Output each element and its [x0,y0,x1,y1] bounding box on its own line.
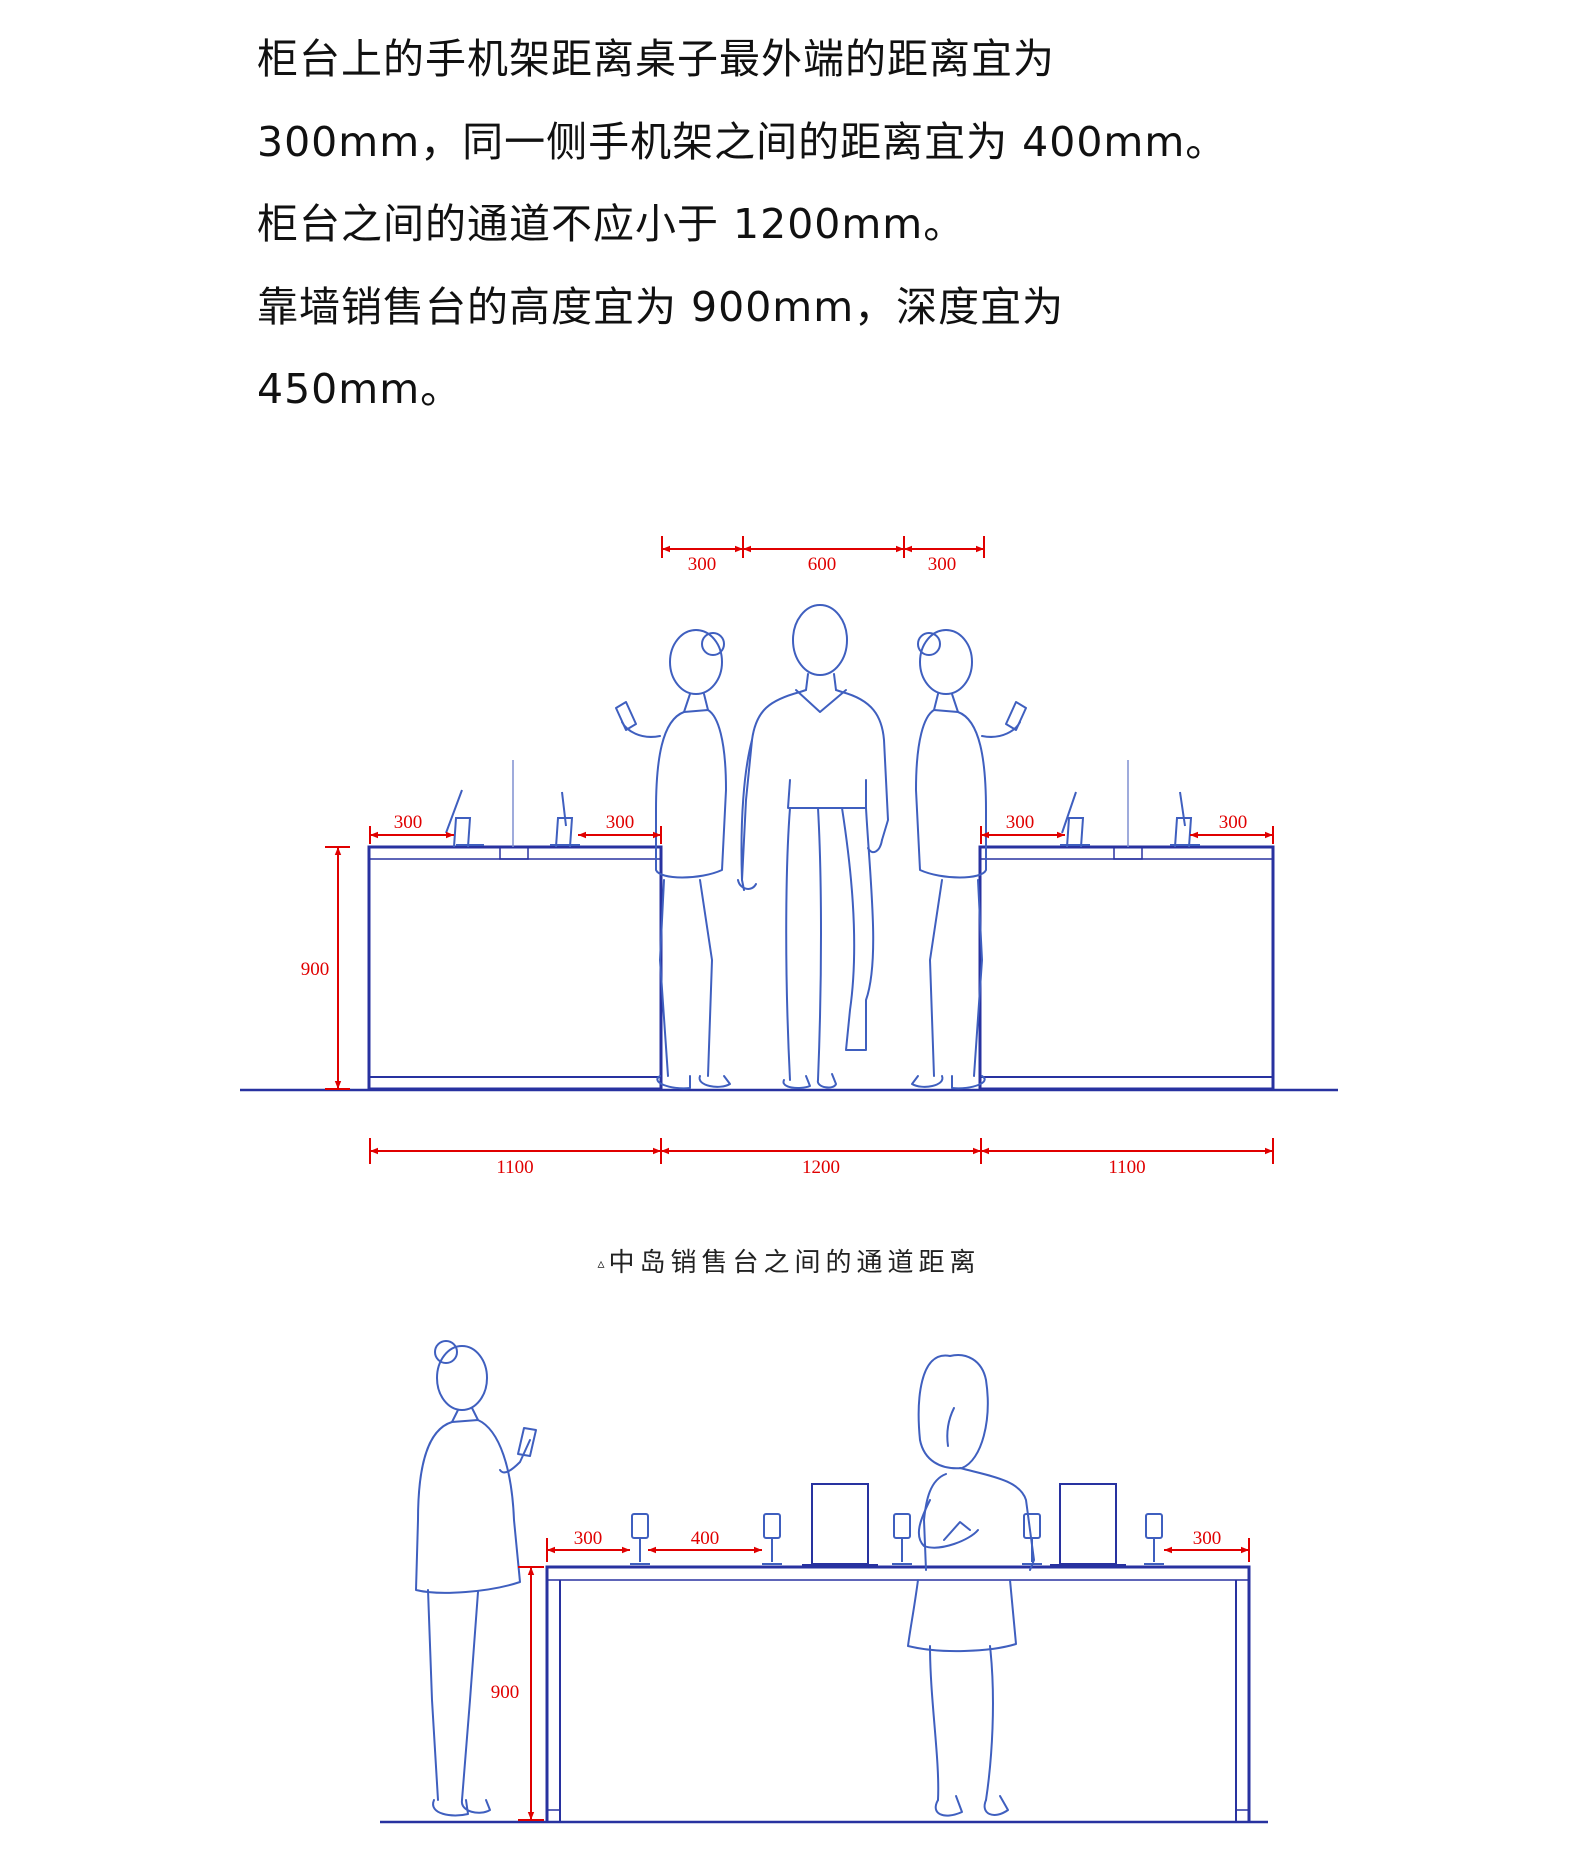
dim-label-bottom-center: 1200 [802,1157,840,1178]
dim-label-counter-3: 300 [1006,812,1035,833]
wall-counter-diagram: 300 400 300 900 [380,1340,1268,1824]
top-dimension-lines [325,536,1274,1164]
text-line-1: 柜台上的手机架距离桌子最外端的距离宜为 [257,35,1055,83]
dim-label-bottom-right: 1100 [1108,1157,1145,1178]
caption-text: 中岛销售台之间的通道距离 [608,1248,981,1278]
text-line-3: 柜台之间的通道不应小于 1200mm。 [257,200,966,248]
dim-label-wall-left: 300 [574,1528,603,1549]
woman-figure-wall-left [415,1340,537,1817]
phone-stand-icon [630,1513,650,1565]
customer-figures [415,1340,1035,1817]
dim-label-wall-center: 400 [691,1528,720,1549]
phone-stand-icon [892,1513,912,1565]
dim-label-top-right: 300 [928,554,957,575]
phone-stand-icon [550,791,580,848]
triangle-icon: ▵ [597,1255,605,1272]
text-line-5: 450mm。 [257,365,463,413]
phone-stand-icon [1060,791,1090,848]
dim-label-top-center: 600 [808,554,837,575]
diagram-caption: ▵中岛销售台之间的通道距离 [0,1242,1578,1279]
intro-paragraph: 柜台上的手机架距离桌子最外端的距离宜为 300mm，同一侧手机架之间的距离宜为 … [257,18,1457,431]
dim-label-top-left: 300 [688,554,717,575]
right-counter [978,760,1275,1091]
woman-figure-right [911,629,1027,1090]
dim-label-bottom-left: 1100 [496,1157,533,1178]
text-line-2: 300mm，同一侧手机架之间的距离宜为 400mm。 [257,117,1228,166]
phone-stand-icon [445,789,484,848]
dim-label-wall-right: 300 [1193,1528,1222,1549]
woman-figure-wall-right [907,1354,1035,1817]
dim-label-counter-1: 300 [394,812,423,833]
woman-figure-left [615,629,731,1090]
phone-stand-icons [630,1513,1164,1565]
island-counter-diagram: 300 600 300 300 300 300 300 900 1100 120… [240,536,1338,1178]
wall-counter [545,1483,1251,1822]
dim-label-wall-height: 900 [491,1682,520,1703]
dim-label-counter-4: 300 [1219,812,1248,833]
phone-stand-icon [762,1513,782,1565]
man-figure [737,604,889,1089]
dim-label-counter-2: 300 [606,812,635,833]
text-line-4: 靠墙销售台的高度宜为 900mm，深度宜为 [257,282,1065,331]
phone-stand-icons [445,789,1200,848]
phone-stand-icon [1144,1513,1164,1565]
left-counter [367,760,663,1091]
customer-figures [615,604,1027,1090]
phone-stand-icon [1170,791,1200,848]
bottom-dimension-lines [518,1538,1250,1821]
dim-label-height: 900 [301,959,330,980]
